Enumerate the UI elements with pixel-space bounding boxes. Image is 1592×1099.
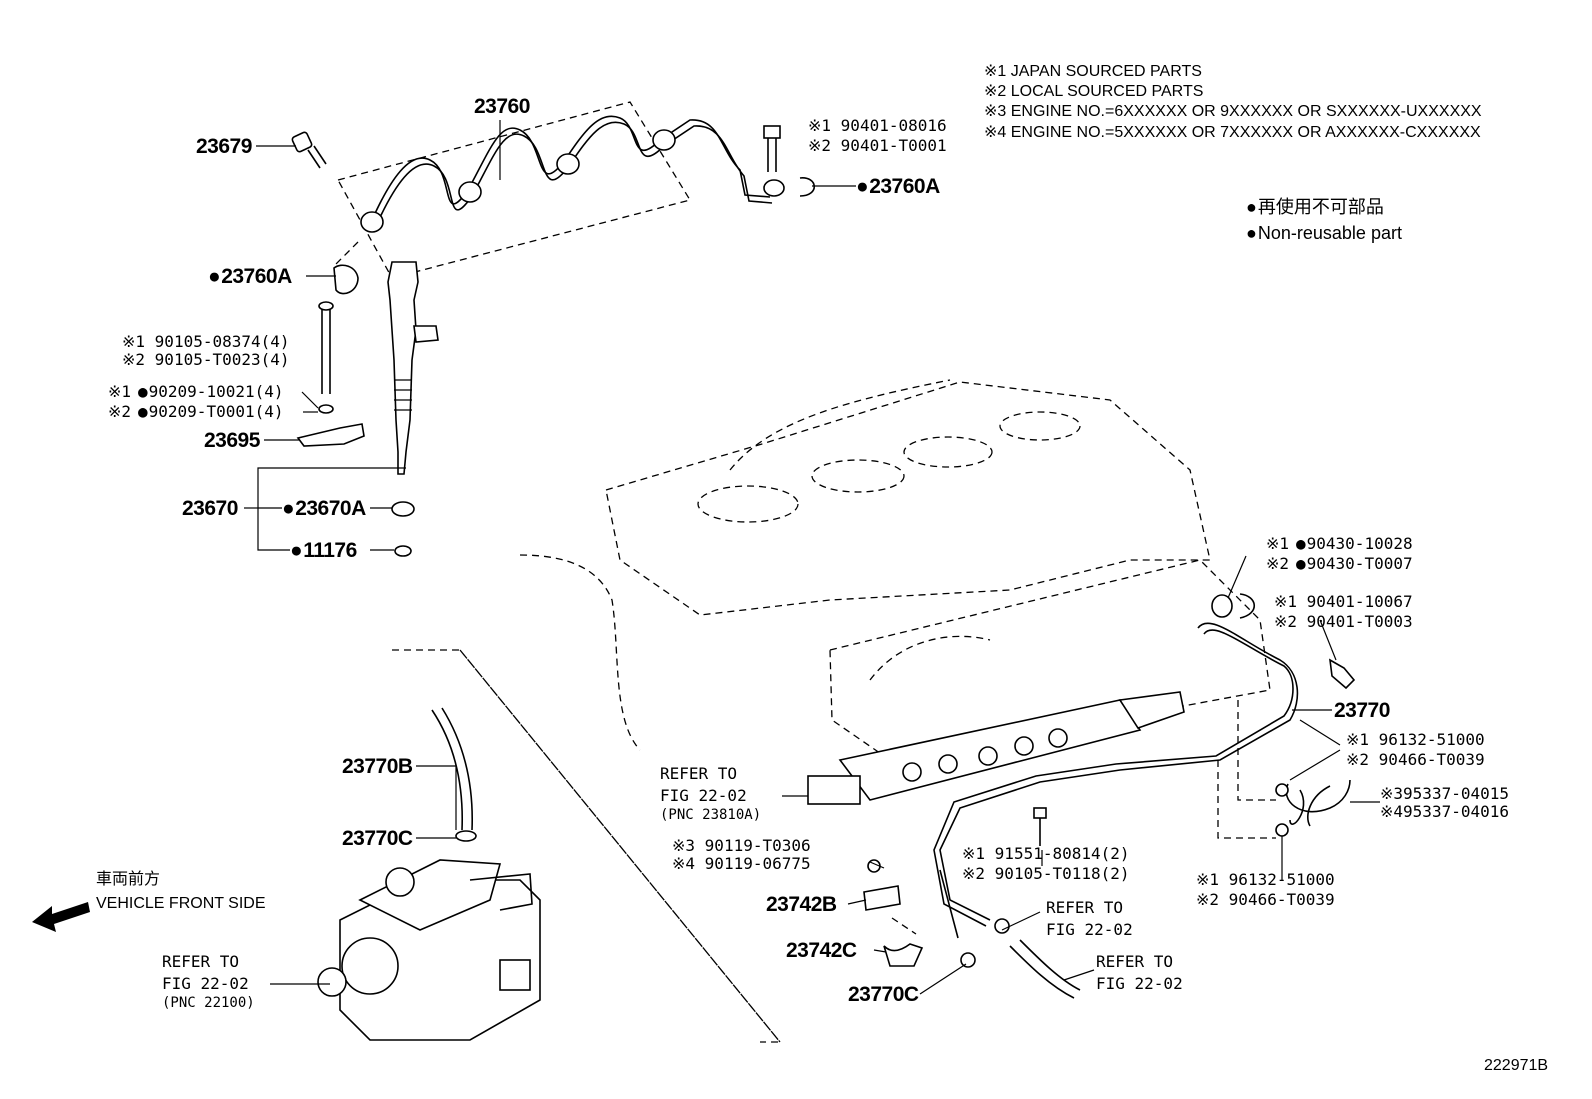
refer-to-rail-1: REFER TO <box>660 764 738 783</box>
part-label-90119-06775: ※4 90119-06775 <box>672 854 811 873</box>
part-label-90401-T0001: ※2 90401-T0001 <box>808 136 947 155</box>
part-label-23742C: 23742C <box>786 939 857 962</box>
part-label-90105-T0023: ※2 90105-T0023(4) <box>122 350 290 369</box>
refer-to-rail-2: FIG 22-02 <box>660 786 747 805</box>
refer-to-rail-3: (PNC 23810A) <box>660 807 762 823</box>
refer-to-hose2-1: REFER TO <box>1096 952 1174 971</box>
refer-to-pump-2: FIG 22-02 <box>162 974 249 993</box>
vehicle-front-arrow <box>32 902 90 932</box>
refer-to-pump-1: REFER TO <box>162 952 240 971</box>
part-label-90105-08374: ※1 90105-08374(4) <box>122 332 290 351</box>
part-label-23770B: 23770B <box>342 755 413 778</box>
vehicle-front-en: VEHICLE FRONT SIDE <box>96 895 266 912</box>
note-local-sourced: ※2 LOCAL SOURCED PARTS <box>984 83 1204 100</box>
part-label-90105-T0118: ※2 90105-T0118(2) <box>962 864 1130 883</box>
injector-group <box>257 241 439 557</box>
part-label-96132-51000-a: ※1 96132-51000 <box>1346 730 1485 749</box>
legend-non-reusable-en: Non-reusable part <box>1246 224 1402 242</box>
engine-outline <box>519 379 1271 761</box>
part-label-96132-51000-b: ※1 96132-51000 <box>1196 870 1335 889</box>
note-engine-no-3: ※3 ENGINE NO.=6XXXXXX OR 9XXXXXX OR SXXX… <box>984 103 1482 120</box>
part-label-90209-10021-prefix: ※1 <box>108 382 132 401</box>
refer-to-hose1-2: FIG 22-02 <box>1046 920 1133 939</box>
part-label-90466-T0039-a: ※2 90466-T0039 <box>1346 750 1485 769</box>
part-label-95337-04016: ※495337-04016 <box>1380 802 1509 821</box>
leader-lines <box>244 120 1380 995</box>
part-label-23770C-left: 23770C <box>342 827 413 850</box>
common-rail-group <box>807 593 1356 999</box>
supply-pump-group <box>317 649 782 1043</box>
part-label-23742B: 23742B <box>766 893 837 916</box>
part-label-91551-80814: ※1 91551-80814(2) <box>962 844 1130 863</box>
part-label-90209-10021: 90209-10021(4) <box>138 384 284 400</box>
note-engine-no-4: ※4 ENGINE NO.=5XXXXXX OR 7XXXXXX OR AXXX… <box>984 124 1481 141</box>
part-label-90209-T0001: 90209-T0001(4) <box>138 404 284 420</box>
vehicle-front-jp: 車両前方 <box>96 871 161 888</box>
figure-id: 222971B <box>1484 1057 1549 1074</box>
part-label-23760: 23760 <box>474 95 530 118</box>
part-label-90430-10028-prefix: ※1 <box>1266 534 1290 553</box>
part-label-90209-T0001-prefix: ※2 <box>108 402 132 421</box>
part-label-90401-T0003: ※2 90401-T0003 <box>1274 612 1413 631</box>
refer-to-hose1-1: REFER TO <box>1046 898 1124 917</box>
refer-to-hose2-2: FIG 22-02 <box>1096 974 1183 993</box>
part-label-23770: 23770 <box>1334 699 1390 722</box>
part-label-90466-T0039-b: ※2 90466-T0039 <box>1196 890 1335 909</box>
part-label-23670: 23670 <box>182 497 238 520</box>
part-label-23670A: 23670A <box>282 498 366 519</box>
injection-pipe-group <box>291 101 816 295</box>
part-label-90401-10067: ※1 90401-10067 <box>1274 592 1413 611</box>
part-label-23760A-top: 23760A <box>856 176 940 197</box>
part-label-90430-T0007-prefix: ※2 <box>1266 554 1290 573</box>
note-japan-sourced: ※1 JAPAN SOURCED PARTS <box>984 63 1202 80</box>
legend-non-reusable-jp: 再使用不可部品 <box>1246 198 1384 216</box>
part-label-90119-T0306: ※3 90119-T0306 <box>672 836 811 855</box>
part-label-23770C-bottom: 23770C <box>848 983 919 1006</box>
part-label-23679: 23679 <box>196 135 252 158</box>
part-label-90401-08016: ※1 90401-08016 <box>808 116 947 135</box>
part-label-23760A-left: 23760A <box>208 266 292 287</box>
refer-to-pump-3: (PNC 22100) <box>162 995 255 1011</box>
part-label-90430-10028: 90430-10028 <box>1296 536 1413 552</box>
part-label-11176: 11176 <box>290 540 357 561</box>
part-label-95337-04015: ※395337-04015 <box>1380 784 1509 803</box>
part-label-90430-T0007: 90430-T0007 <box>1296 556 1413 572</box>
part-label-23695: 23695 <box>204 429 260 452</box>
